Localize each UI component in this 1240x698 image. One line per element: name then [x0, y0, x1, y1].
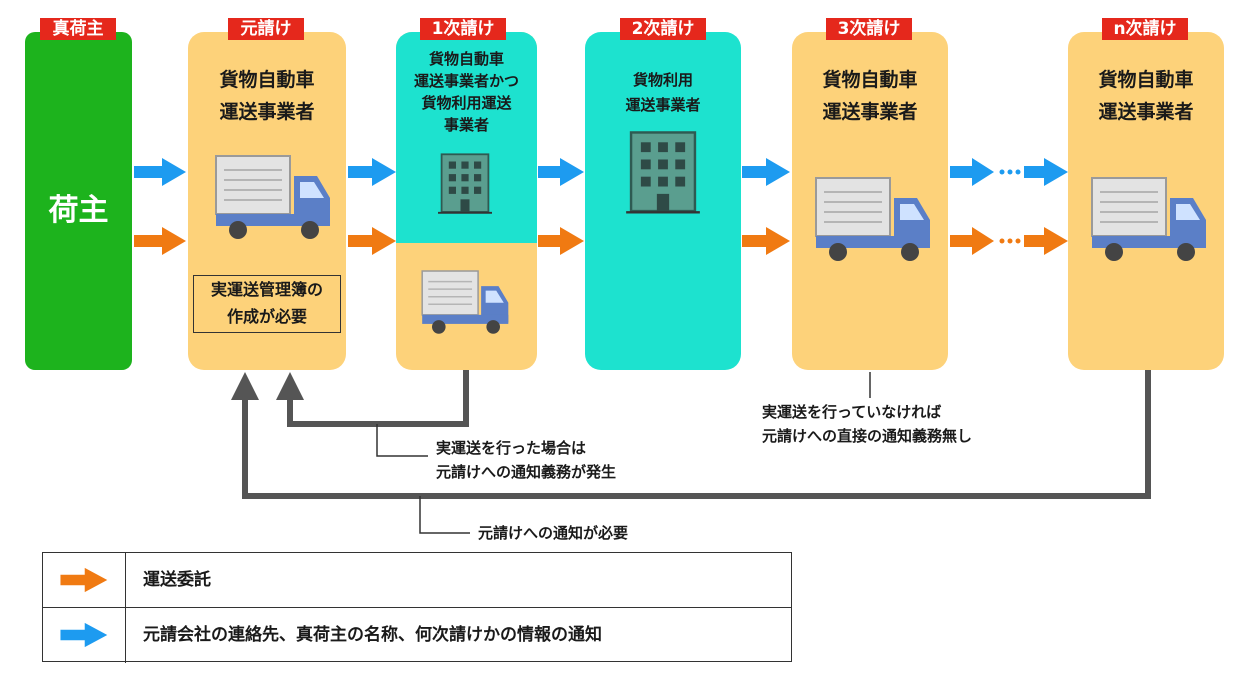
- building-icon: [626, 131, 700, 214]
- second-tier-title: 貨物利用 運送事業者: [625, 71, 701, 114]
- arrow-icon: [134, 158, 186, 186]
- orange-arrow-row: [134, 227, 1068, 255]
- arrow-icon: [538, 158, 584, 186]
- arrow-icon: [60, 622, 108, 648]
- arrow-icon: [742, 158, 790, 186]
- building-icon: [438, 153, 492, 214]
- nth-tier-title: 貨物自動車 運送事業者: [1098, 69, 1194, 123]
- arrow-icon: [134, 227, 186, 255]
- nth-feedback-callout: [419, 496, 470, 534]
- third-tier-title: 貨物自動車 運送事業者: [822, 69, 918, 123]
- nth-tier-feedback-line: [242, 370, 1151, 499]
- arrow-icon: [231, 372, 259, 400]
- arrow-icon: [742, 227, 790, 255]
- tag-third: 3次請け: [826, 18, 912, 40]
- truck-icon: [1091, 177, 1206, 261]
- arrow-icon: [348, 227, 396, 255]
- legend-row-blue: 元請会社の連絡先、真荷主の名称、何次請けかの情報の通知: [43, 608, 791, 663]
- arrow-icon: [950, 158, 994, 186]
- shipper-box: [25, 32, 132, 370]
- management-ledger-note: 実運送管理簿の 作成が必要: [193, 275, 341, 333]
- first-tier-feedback-line: [287, 370, 469, 427]
- legend-blue-label: 元請会社の連絡先、真荷主の名称、何次請けかの情報の通知: [143, 625, 602, 645]
- third-tier-feedback-note: 実運送を行っていなければ 元請けへの直接の通知義務無し: [762, 403, 973, 445]
- tag-prime: 元請け: [228, 18, 304, 40]
- arrow-icon: [60, 567, 108, 593]
- shipper-label: 荷主: [48, 193, 109, 228]
- arrow-icon: [276, 372, 304, 400]
- first-tier-title: 貨物自動車 運送事業者かつ 貨物利用運送 事業者: [413, 50, 519, 134]
- arrow-icon: [1024, 158, 1068, 186]
- tag-second: 2次請け: [620, 18, 706, 40]
- truck-icon: [815, 177, 930, 261]
- nth-tier-feedback-note: 元請けへの通知が必要: [478, 524, 629, 542]
- blue-arrow-row: [134, 158, 1068, 186]
- tag-true-shipper: 真荷主: [40, 18, 116, 40]
- legend-orange-label: 運送委託: [143, 570, 211, 590]
- truck-icon: [421, 270, 509, 334]
- arrow-icon: [538, 227, 584, 255]
- arrow-icon: [1024, 227, 1068, 255]
- legend-row-orange: 運送委託: [43, 553, 791, 608]
- legend: 運送委託 元請会社の連絡先、真荷主の名称、何次請けかの情報の通知: [42, 552, 792, 663]
- arrow-icon: [950, 227, 994, 255]
- arrow-icon: [348, 158, 396, 186]
- prime-title: 貨物自動車 運送事業者: [219, 69, 315, 123]
- first-tier-feedback-note: 実運送を行った場合は 元請けへの通知義務が発生: [436, 439, 617, 481]
- truck-icon: [215, 155, 330, 239]
- tag-first: 1次請け: [420, 18, 506, 40]
- first-feedback-callout: [376, 424, 428, 457]
- tag-nth: n次請け: [1102, 18, 1188, 40]
